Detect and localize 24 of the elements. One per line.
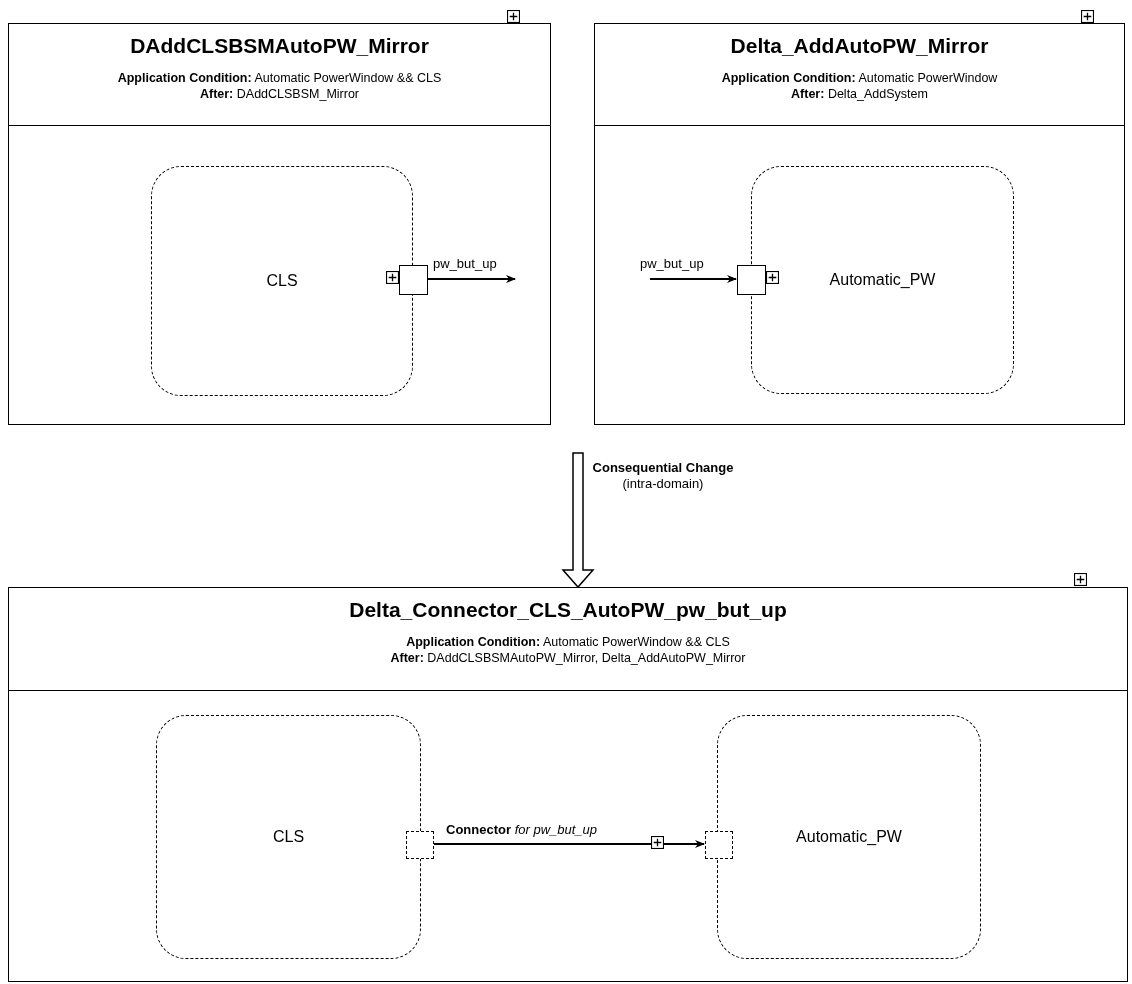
- condition-text: After: DAddCLSBSMAutoPW_Mirror, Delta_AddAutoPW_Mirror: [390, 650, 746, 666]
- condition-text: After: Delta_AddSystem: [791, 86, 928, 102]
- panel-title: Delta_AddAutoPW_Mirror: [730, 34, 989, 58]
- arrow: [432, 840, 705, 848]
- arrow: [649, 275, 737, 283]
- condition-text: Application Condition: Automatic PowerWindow: [721, 70, 998, 86]
- condition-text: After: DAddCLSBSM_Mirror: [199, 86, 360, 102]
- panel-title: Delta_Connector_CLS_AutoPW_pw_but_up: [349, 598, 787, 622]
- edge-label: pw_but_up: [640, 256, 704, 272]
- port-box: [399, 265, 428, 295]
- port-box: [705, 831, 733, 859]
- port-box: [406, 831, 434, 859]
- component-label: CLS: [272, 828, 305, 846]
- panel-title: DAddCLSBSMAutoPW_Mirror: [130, 34, 429, 58]
- component-label: Automatic_PW: [796, 828, 902, 846]
- port-box: [737, 265, 766, 295]
- edge-label: pw_but_up: [433, 256, 497, 272]
- component-label: Automatic_PW: [829, 271, 936, 289]
- block-arrow: [561, 452, 595, 589]
- condition-text: Application Condition: Automatic PowerWindow && CLS: [406, 634, 730, 650]
- edge-label: Connector for pw_but_up: [446, 822, 598, 838]
- arrow: [426, 275, 516, 283]
- condition-text: Application Condition: Automatic PowerWindow && CLS: [117, 70, 442, 86]
- component-label: CLS: [266, 272, 298, 290]
